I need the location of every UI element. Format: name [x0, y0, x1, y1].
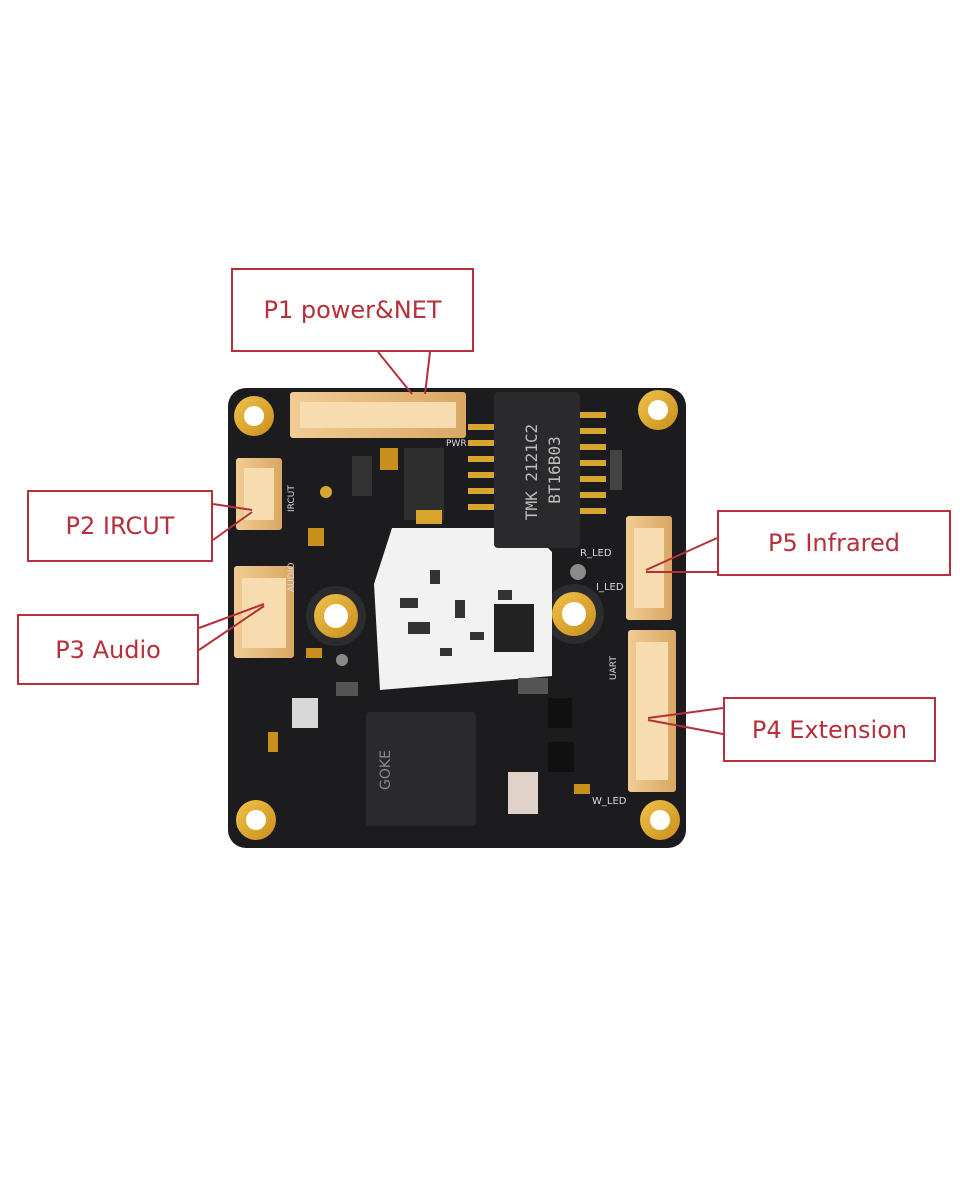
mounting-hole-bottom-left: [236, 800, 276, 840]
leader-lines: [198, 351, 724, 735]
callout-p4-extension: P4 Extension: [723, 697, 936, 762]
transformer-label-2: BT16B03: [545, 436, 564, 503]
transformer-label-1: TMK 2121C2: [522, 424, 541, 520]
leader-line-p5: [645, 537, 718, 571]
mounting-hole-top-left: [234, 396, 274, 436]
callout-p3-audio: P3 Audio: [17, 614, 199, 685]
silk-r-led: R_LED: [580, 548, 612, 559]
callout-p2-ircut: P2 IRCUT: [27, 490, 213, 562]
leader-line-p3: [198, 603, 265, 629]
leader-line-p2b: [212, 511, 253, 541]
connector-p3: [234, 566, 294, 658]
connector-p1: [290, 392, 466, 438]
transformer-pins: [468, 412, 606, 514]
pcb-board: TMK 2121C2 BT16B03 PWR IRCUT: [228, 388, 686, 848]
callout-p1-power-net: P1 power&NET: [231, 268, 474, 352]
chip-label: GOKE: [378, 750, 394, 790]
mounting-hole-bottom-right: [640, 800, 680, 840]
leader-line-p2: [212, 503, 253, 511]
silk-audio: AUDIO: [287, 563, 297, 592]
lens-mount-hole-left: [306, 586, 366, 646]
leader-line-p1b: [424, 351, 431, 395]
smd-components: [268, 448, 622, 814]
callout-p5-infrared: P5 Infrared: [717, 510, 951, 576]
lens-mount-hole-right: [544, 584, 604, 644]
mounting-hole-top-right: [638, 390, 678, 430]
leader-line-p4b: [647, 719, 724, 735]
silk-pwr: PWR: [446, 439, 467, 449]
sensor-area: [374, 528, 552, 690]
connector-p4: [628, 630, 676, 792]
leader-line-p1: [377, 351, 413, 395]
silk-ircut: IRCUT: [287, 485, 297, 512]
silk-w-led: W_LED: [592, 796, 627, 807]
lan-transformer: TMK 2121C2 BT16B03: [494, 392, 580, 548]
leader-line-p4: [647, 707, 724, 719]
leader-line-p3b: [198, 605, 265, 651]
silk-uart: UART: [609, 656, 619, 680]
silk-i-led: I_LED: [596, 582, 624, 593]
soc-chip: GOKE: [366, 712, 476, 826]
connector-p2: [236, 458, 282, 530]
